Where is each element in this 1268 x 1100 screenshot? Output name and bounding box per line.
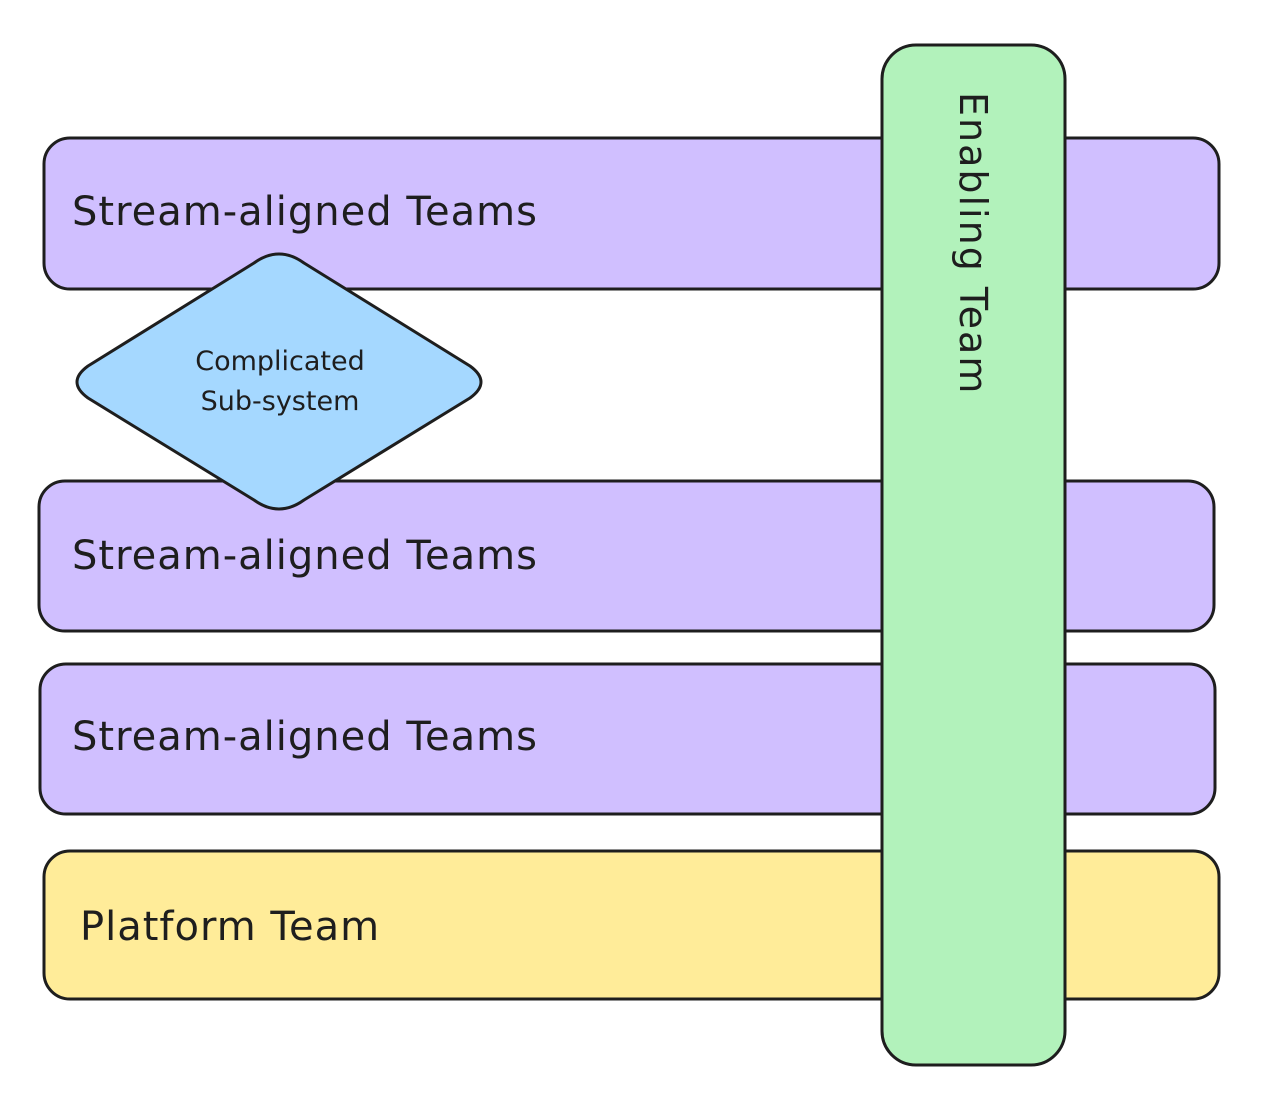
stream-aligned-band-2-label: Stream-aligned Teams [72,533,538,579]
enabling-team-label: Enabling Team [951,92,995,395]
platform-team-label: Platform Team [80,904,380,950]
enabling-team: Enabling Team [880,43,1067,1067]
complicated-subsystem-label-line-1: Complicated [195,346,365,377]
stream-aligned-band-3-label: Stream-aligned Teams [72,714,538,760]
enabling-team-bar [880,43,1067,1067]
stream-aligned-band-1-label: Stream-aligned Teams [72,189,538,235]
complicated-subsystem: Complicated Sub-system [75,252,483,511]
complicated-subsystem-diamond [75,252,483,511]
complicated-subsystem-label-line-2: Sub-system [201,386,360,417]
